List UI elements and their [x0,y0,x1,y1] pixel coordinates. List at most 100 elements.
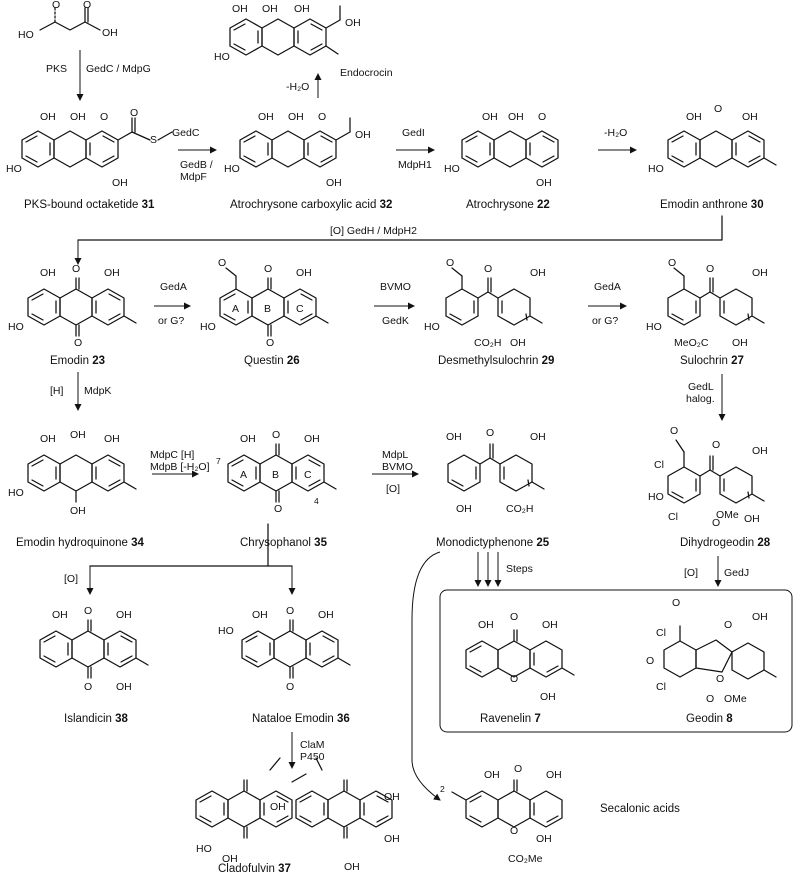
desmethylsulochrin-structure: O O OH HO CO₂H OH [424,257,546,349]
atom-oh: OH [530,267,546,279]
atom-o: O [264,263,272,275]
name-desmethylsulochrin: Desmethylsulochrin 29 [438,355,554,367]
atom-oh: OH [536,177,552,189]
atom-o: O [716,673,724,685]
atom-co2h: CO₂H [506,503,533,515]
name-emodin-hq: Emodin hydroquinone 34 [16,537,144,549]
atom-oh: OH [102,27,118,39]
atom-oh: OH [482,111,498,123]
ring-b-label: B [264,303,271,315]
atom-o: O [646,655,654,667]
atom-meo: O [668,257,676,269]
atom-oh: OH [384,833,400,845]
label-h2o: -H₂O [604,127,627,139]
label-gedc-mdpg: GedC / MdpG [86,63,151,75]
label-clam: ClaM [300,739,325,751]
name-secalonic: Secalonic acids [600,803,680,815]
atom-oh: OH [384,791,400,803]
label-mdpk: MdpK [84,385,111,397]
atom-o: O [706,693,714,705]
label-gedi: GedI [402,127,425,139]
atom-o: O [712,439,720,451]
name-emodin-anthrone: Emodin anthrone 30 [660,199,764,211]
atom-oh: OH [456,503,472,515]
atom-oh: OH [484,769,500,781]
atom-meo: O [672,597,680,609]
label-pks: PKS [46,63,67,75]
arrow-secalonic [411,551,441,801]
atom-oh: OH [304,433,320,445]
name-cladofulvin: Cladofulvin 37 [218,863,291,875]
atom-o: O [714,103,722,115]
atom-ho: HO [424,321,440,333]
atom-oh: OH [752,267,768,279]
atom-oh: OH [446,431,462,443]
atom-oh: OH [270,801,286,813]
atom-meo2c: MeO₂C [674,337,709,349]
atom-o: O [706,263,714,275]
atom-ho: HO [648,491,664,503]
atom-oh: OH [344,861,360,873]
atom-ho: HO [646,321,662,333]
atom-o: O [286,605,294,617]
ring-c-label: C [296,303,304,315]
atom-oh: OH [258,111,274,123]
dihydrogeodin-structure: O Cl HO Cl O OH O OMe OH [648,425,768,529]
atom-o: O [83,0,91,11]
atom-o: O [724,619,732,631]
label-gedb: GedB / [180,159,213,171]
product-box [439,589,793,733]
atom-o: O [510,673,518,685]
atom-co2h: CO₂H [474,337,501,349]
name-sulochrin: Sulochrin 27 [680,355,744,367]
atom-cl: Cl [654,459,664,471]
atrochrysone-acid-structure: OH OH O OH HO OH [224,111,371,189]
atom-oh: OH [252,609,268,621]
atom-ho: HO [444,163,460,175]
atom-ome: OMe [724,693,747,705]
name-atrochrysone: Atrochrysone 22 [466,199,550,211]
atom-o: O [712,517,720,529]
atom-o: O [514,763,522,775]
name-octaketide: PKS-bound octaketide 31 [24,199,155,211]
atom-meo: O [670,425,678,437]
atom-o: O [84,681,92,693]
label-steps: Steps [506,563,533,575]
label-o: [O] [386,483,400,495]
name-monodictyphenone: Monodictyphenone 25 [436,537,550,549]
name-nataloe: Nataloe Emodin 36 [252,713,350,725]
cladofulvin-structure: HO OH OH OH OH OH [195,757,400,873]
atrochrysone-structure: OH OH O HO OH [444,111,559,189]
atom-oh: OH [70,429,86,441]
atom-oh: OH [510,337,526,349]
atom-oh: OH [294,3,310,15]
atom-cl: Cl [668,511,678,523]
name-endocrocin: Endocrocin [340,67,393,79]
octaketide-structure: S GedC OH OH O O HO OH [6,107,200,189]
malonate-structure: O O HO OH [18,0,118,41]
atom-meo: O [446,257,454,269]
atom-ho: HO [18,29,34,41]
atom-oh: OH [752,445,768,457]
atom-o: O [52,0,60,11]
label-gedj: GedJ [724,567,749,579]
atom-oh: OH [355,129,371,141]
atom-ho: HO [196,843,212,855]
atom-oh: OH [540,691,556,703]
atom-oh: OH [104,267,120,279]
atom-gedc: GedC [172,127,200,139]
atom-ho: HO [6,163,22,175]
atom-ho: HO [224,163,240,175]
atom-oh: OH [40,267,56,279]
label-mdpf: MdpF [180,171,207,183]
atom-oh: OH [478,619,494,631]
atom-oh: OH [742,111,758,123]
label-gedh: [O] GedH / MdpH2 [330,225,417,237]
atom-oh: OH [542,619,558,631]
name-geodin: Geodin 8 [686,713,733,725]
label-bvmo: BVMO [380,281,411,293]
atom-oh: OH [686,111,702,123]
atom-oh: OH [546,769,562,781]
position-7: 7 [216,456,221,466]
